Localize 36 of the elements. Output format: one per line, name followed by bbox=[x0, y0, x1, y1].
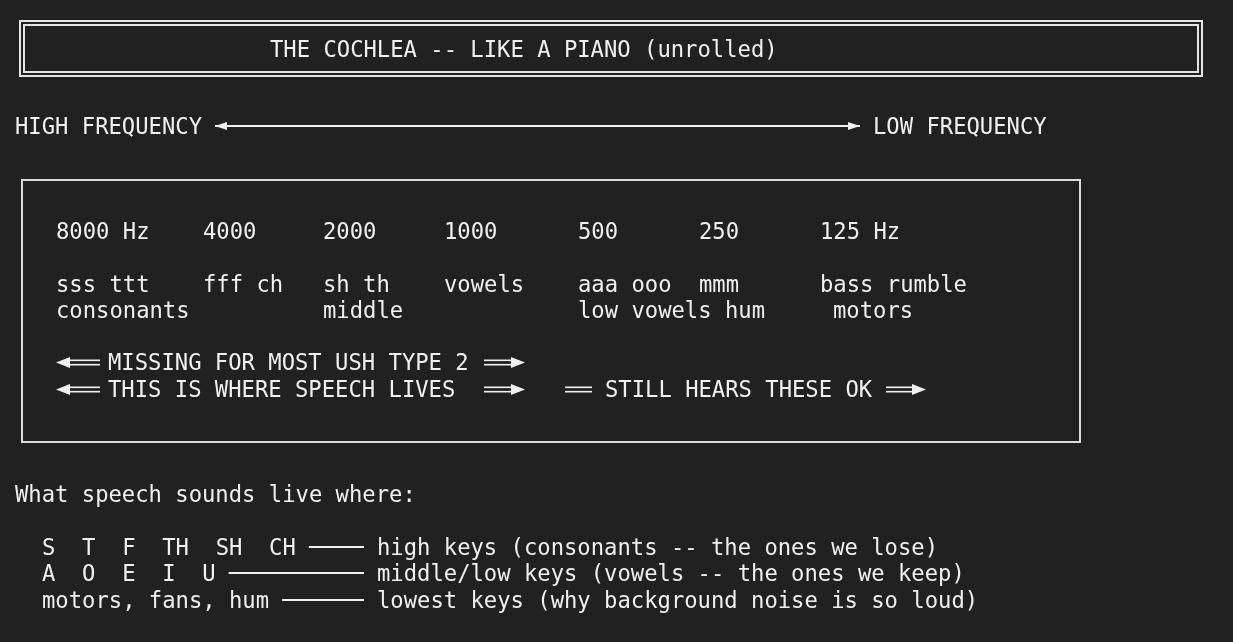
diagram-title: THE COCHLEA -- LIKE A PIANO (unrolled) bbox=[270, 35, 778, 62]
sound-label: consonants bbox=[56, 297, 190, 323]
sound-label: low vowels hum bbox=[578, 297, 765, 323]
key-description: middle/low keys (vowels -- the ones we keep) bbox=[377, 560, 965, 586]
sound-label: middle bbox=[323, 297, 404, 323]
key-description: lowest keys (why background noise is so loud) bbox=[377, 587, 979, 613]
frequency-label: 250 bbox=[699, 218, 740, 244]
connector-line bbox=[307, 546, 365, 548]
frequency-label: 1000 bbox=[444, 218, 498, 244]
connector-line bbox=[227, 572, 365, 574]
frequency-label: 500 bbox=[578, 218, 619, 244]
sound-label: mmm bbox=[699, 271, 740, 297]
range-note: THIS IS WHERE SPEECH LIVES bbox=[108, 376, 456, 402]
frequency-end-label: LOW FREQUENCY bbox=[873, 113, 1047, 139]
frequency-label: 2000 bbox=[323, 218, 377, 244]
sound-list: S T F TH SH CH bbox=[42, 534, 296, 560]
connector-line bbox=[281, 599, 365, 601]
frequency-map-panel bbox=[21, 179, 1081, 443]
sound-list: A O E I U bbox=[42, 560, 216, 586]
sound-label: fff ch bbox=[203, 271, 284, 297]
sound-label: bass rumble bbox=[820, 271, 967, 297]
sound-label: sh th bbox=[323, 271, 390, 297]
frequency-label: 125 Hz bbox=[820, 218, 901, 244]
frequency-label: 8000 Hz bbox=[56, 218, 150, 244]
frequency-end-label: HIGH FREQUENCY bbox=[15, 113, 202, 139]
key-description: high keys (consonants -- the ones we lose) bbox=[377, 534, 939, 560]
range-note: MISSING FOR MOST USH TYPE 2 bbox=[108, 349, 469, 375]
sound-list: motors, fans, hum bbox=[42, 587, 270, 613]
sound-label: aaa ooo bbox=[578, 271, 672, 297]
sound-label: motors bbox=[833, 297, 914, 323]
sound-label: sss ttt bbox=[56, 271, 150, 297]
section-heading: What speech sounds live where: bbox=[15, 481, 416, 507]
frequency-label: 4000 bbox=[203, 218, 257, 244]
sound-label: vowels bbox=[444, 271, 525, 297]
range-note: STILL HEARS THESE OK bbox=[605, 376, 873, 402]
double-headed-arrow bbox=[214, 122, 861, 130]
